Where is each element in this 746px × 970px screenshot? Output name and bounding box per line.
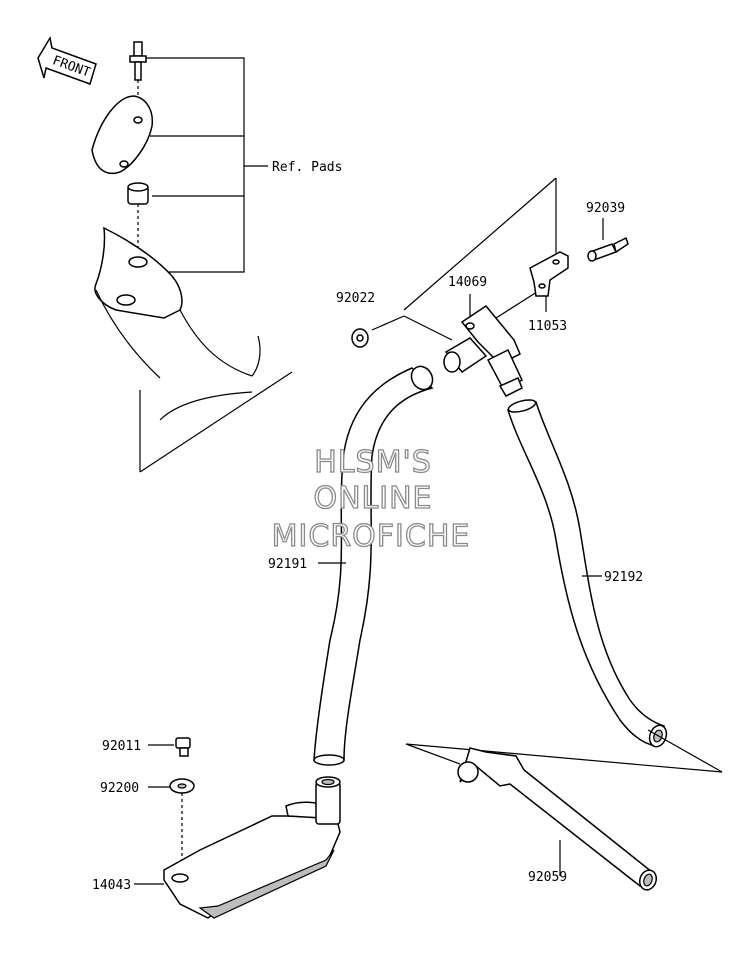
watermark-line2: ONLINE xyxy=(313,481,432,516)
watermark-line1: HLSM'S xyxy=(314,445,432,480)
callout-92059: 92059 xyxy=(528,870,567,885)
watermark: HLSM'S ONLINE MICROFICHE xyxy=(271,444,471,554)
callout-92192: 92192 xyxy=(604,570,643,585)
callout-92039: 92039 xyxy=(586,201,625,216)
callout-leaders xyxy=(134,562,602,885)
breather-assembly-lines xyxy=(371,177,604,341)
ref-pads-bracket xyxy=(146,57,268,273)
bracket-11053-icon xyxy=(529,251,569,297)
bolt-92011-icon xyxy=(175,737,191,757)
callout-14043: 14043 xyxy=(92,878,131,893)
watermark-line3: MICROFICHE xyxy=(272,519,471,554)
callout-92191: 92191 xyxy=(268,557,307,572)
hose-92192-icon xyxy=(507,399,668,748)
frame-section-icon xyxy=(94,226,293,473)
front-arrow-icon: FRONT xyxy=(37,35,97,85)
separator-14043-icon xyxy=(163,776,341,919)
callout-92011: 92011 xyxy=(102,739,141,754)
fitting-14069-icon xyxy=(443,304,523,397)
hose-92059-icon xyxy=(405,729,723,891)
washer-92200-icon xyxy=(169,778,195,860)
hose-92191-icon xyxy=(313,365,434,766)
callout-11053: 11053 xyxy=(528,319,567,334)
washer-92022-icon xyxy=(351,328,369,348)
pad-cover-icon xyxy=(91,95,154,175)
bolt-92039-icon xyxy=(587,236,629,262)
pad-collar-icon xyxy=(127,182,149,250)
callout-92200: 92200 xyxy=(100,781,139,796)
callout-ref-pads: Ref. Pads xyxy=(272,160,342,175)
callout-14069: 14069 xyxy=(448,275,487,290)
callout-92022: 92022 xyxy=(336,291,375,306)
